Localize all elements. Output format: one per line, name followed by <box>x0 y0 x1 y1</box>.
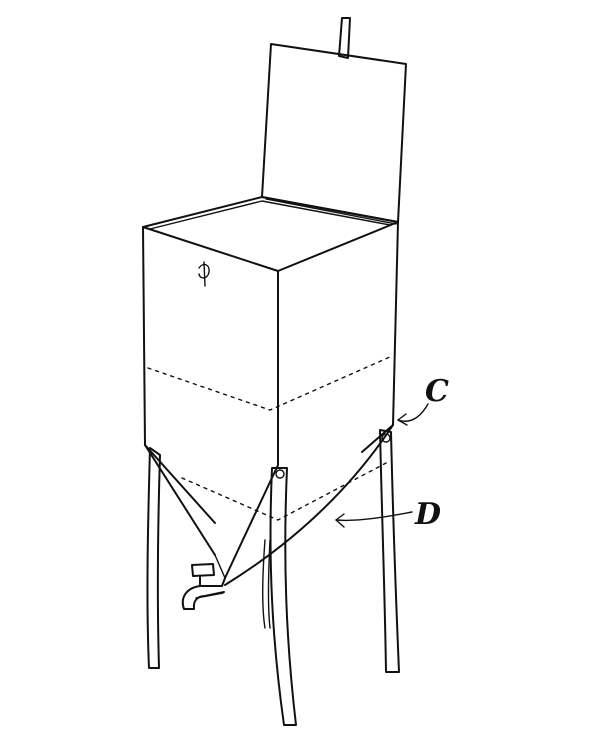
label-d: D <box>335 497 441 532</box>
latch-icon <box>198 261 210 287</box>
label-c-arrow <box>397 403 429 422</box>
box-top-rim <box>142 196 399 272</box>
label-d-arrow <box>335 511 413 522</box>
lid-handle <box>338 17 351 59</box>
box-body <box>142 221 399 524</box>
seam-lines <box>147 355 393 521</box>
label-c: C <box>397 374 449 426</box>
open-lid <box>261 43 407 225</box>
label-c-text: C <box>425 374 449 409</box>
leg-left <box>146 447 161 669</box>
leg-right <box>379 429 400 673</box>
hopper <box>144 424 394 586</box>
label-d-text: D <box>414 497 441 532</box>
leg-front <box>269 467 297 726</box>
brace-strip <box>262 539 271 629</box>
spigot <box>181 563 226 610</box>
